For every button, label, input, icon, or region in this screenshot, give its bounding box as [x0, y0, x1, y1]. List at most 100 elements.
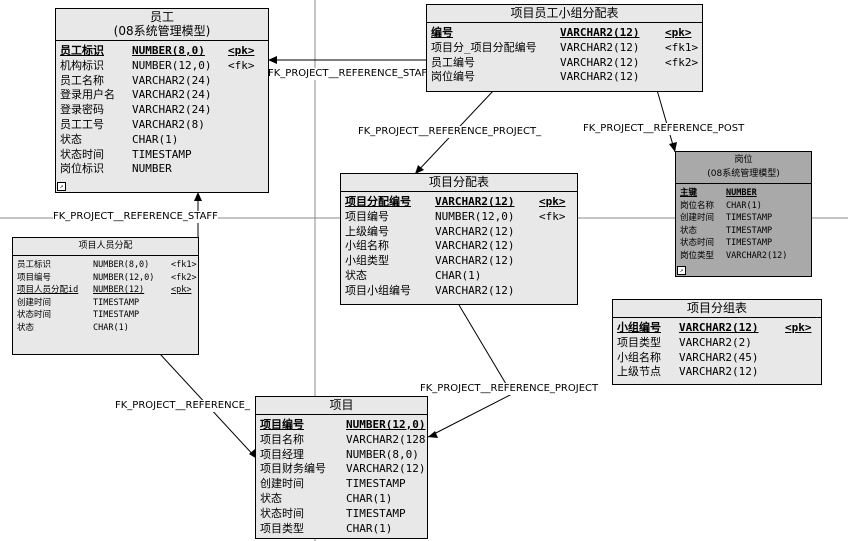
- attribute-name: 岗位编号: [431, 70, 475, 84]
- attribute-name: 项目类型: [617, 335, 661, 349]
- entity-subtitle: (08系统管理模型): [113, 24, 211, 38]
- attribute-name: 登录用户名: [60, 88, 115, 102]
- attribute-key: <pk>: [665, 26, 692, 39]
- entity-title: 项目员工小组分配表: [427, 5, 702, 23]
- attribute-name: 状态: [60, 132, 82, 146]
- attribute-key: <fk1>: [665, 40, 699, 54]
- attribute-type: VARCHAR2(12): [560, 70, 640, 84]
- attribute-row[interactable]: 岗位编号 VARCHAR2(12): [431, 70, 698, 85]
- fk-label-staff-top: FK_PROJECT__REFERENCE_STAFF: [268, 68, 433, 80]
- attribute-type: VARCHAR2(12): [560, 40, 640, 54]
- entity-title: 员工 (08系统管理模型): [56, 9, 268, 41]
- attribute-type: NUMBER(8,0): [346, 447, 419, 461]
- attribute-type: VARCHAR2(12): [435, 254, 515, 268]
- attribute-name: 机构标识: [60, 58, 104, 72]
- attribute-type: TIMESTAMP: [93, 310, 140, 321]
- attribute-key: <fk>: [539, 209, 566, 223]
- entity-name: 项目分配表: [428, 175, 489, 189]
- attribute-key: <pk>: [785, 321, 812, 334]
- attribute-row[interactable]: 创建时间 TIMESTAMP: [17, 297, 194, 310]
- attribute-row[interactable]: 创建时间 TIMESTAMP: [260, 477, 423, 492]
- attribute-name: 小组编号: [617, 321, 661, 334]
- attribute-key: <fk2>: [171, 272, 197, 283]
- attribute-name: 项目名称: [260, 432, 304, 446]
- attribute-key: <pk>: [228, 44, 255, 57]
- attribute-type: VARCHAR2(12): [435, 239, 515, 253]
- attribute-name: 状态时间: [60, 147, 104, 161]
- attribute-type: NUMBER(12,0): [346, 418, 426, 431]
- attribute-row[interactable]: 状态时间 TIMESTAMP: [60, 148, 264, 163]
- fk-label-post: FK_PROJECT__REFERENCE_POST: [583, 123, 745, 135]
- attribute-type: NUMBER(8,0): [93, 260, 150, 270]
- entity-name: 项目分组表: [686, 301, 747, 315]
- fk-label-staff-left: FK_PROJECT__REFERENCE_STAFF: [53, 211, 218, 223]
- attribute-type: NUMBER(8,0): [132, 44, 205, 57]
- fk-label-project-short: FK_PROJECT__REFERENCE_: [115, 400, 250, 412]
- attribute-type: VARCHAR2(45): [679, 350, 759, 364]
- attribute-type: TIMESTAMP: [93, 297, 140, 308]
- attribute-type: VARCHAR2(12): [435, 224, 515, 238]
- attribute-type: NUMBER: [132, 162, 172, 176]
- attribute-name: 创建时间: [17, 297, 52, 308]
- attribute-type: TIMESTAMP: [726, 213, 773, 224]
- attribute-type: TIMESTAMP: [346, 477, 406, 491]
- attribute-type: TIMESTAMP: [132, 147, 192, 161]
- attribute-key: <fk2>: [665, 55, 699, 69]
- attribute-type: VARCHAR2(8): [132, 117, 205, 131]
- attribute-key: <fk>: [228, 58, 255, 72]
- attribute-type: CHAR(1): [346, 521, 393, 535]
- attribute-type: CHAR(1): [726, 200, 762, 211]
- attribute-name: 创建时间: [260, 477, 304, 491]
- attribute-type: CHAR(1): [435, 268, 482, 282]
